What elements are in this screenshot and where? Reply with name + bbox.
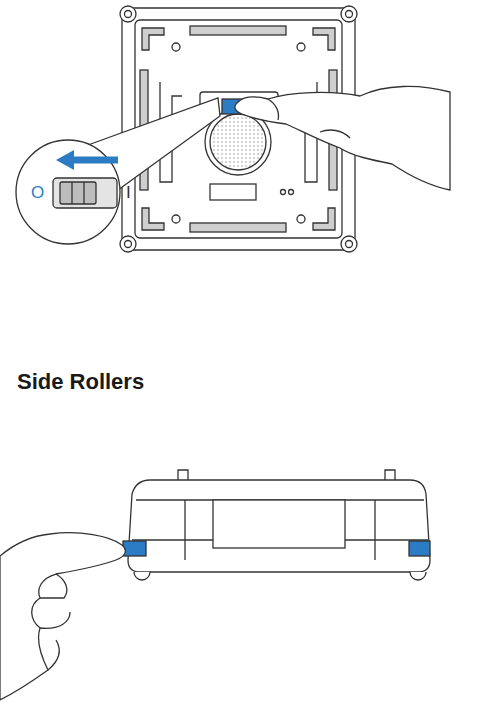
suction-grid	[210, 114, 266, 170]
hand-side	[0, 533, 125, 700]
section-heading: Side Rollers	[17, 371, 144, 393]
arrow-head	[56, 150, 74, 170]
switch-slider	[60, 182, 96, 204]
hand	[235, 86, 450, 190]
side-panel	[213, 500, 345, 548]
callout-circle	[16, 140, 120, 244]
side-body	[128, 480, 430, 572]
wheel	[410, 572, 426, 580]
indicator	[281, 190, 286, 195]
side-roller	[123, 541, 146, 556]
side-roller	[409, 541, 430, 556]
wheel	[134, 572, 150, 580]
robot-side-view	[123, 470, 430, 580]
switch-callout	[16, 98, 220, 244]
switch-marking: I	[126, 184, 131, 201]
switch-magnified	[53, 178, 117, 208]
label-plate	[210, 184, 256, 200]
top-bumps	[178, 470, 395, 480]
slider-rib	[71, 182, 72, 204]
switch-marking: O	[31, 184, 44, 201]
direction-arrow	[72, 157, 118, 164]
indicator	[289, 190, 294, 195]
hand-top	[235, 86, 450, 190]
hand	[0, 533, 125, 700]
slider-rib	[83, 182, 84, 204]
